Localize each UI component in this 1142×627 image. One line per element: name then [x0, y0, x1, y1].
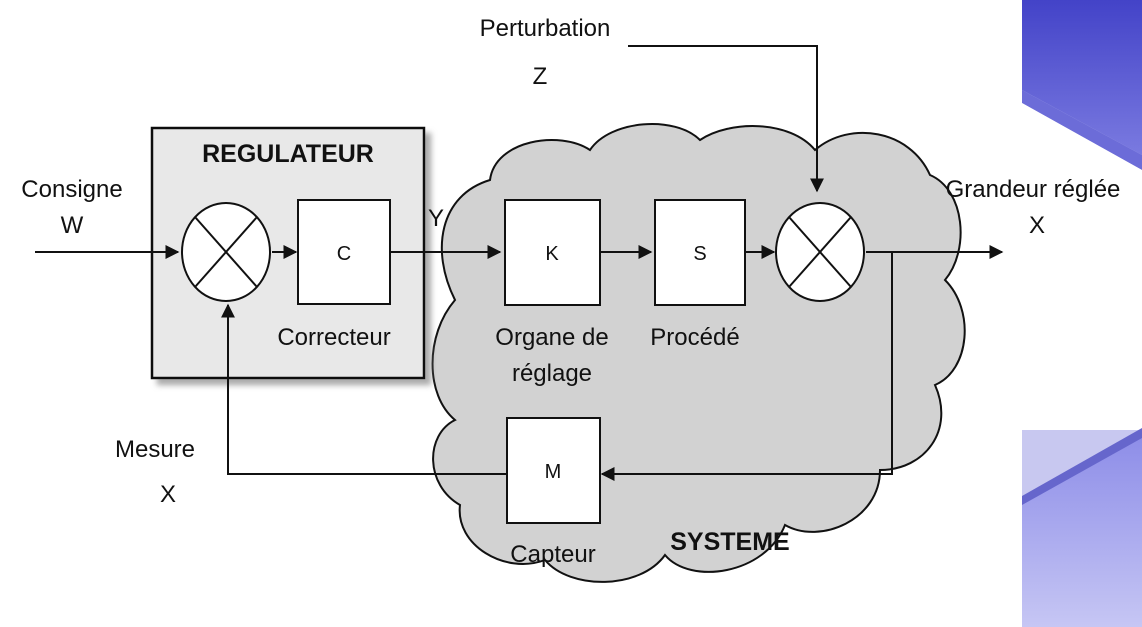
- organe-caption-line1: Organe de: [495, 324, 608, 351]
- perturbation-symbol: Z: [533, 63, 548, 90]
- decorative-side-panel: [1022, 0, 1142, 627]
- regulateur-title: REGULATEUR: [202, 140, 374, 168]
- perturbation-label: Perturbation: [480, 15, 611, 42]
- capteur-caption: Capteur: [510, 541, 595, 568]
- block-procede-letter: S: [693, 243, 706, 265]
- signal-y-label: Y: [428, 205, 444, 232]
- mesure-label: Mesure: [115, 436, 195, 463]
- block-organe: [504, 199, 601, 306]
- signal-wires: [35, 45, 1004, 481]
- procede-caption: Procédé: [650, 324, 739, 351]
- block-organe-letter: K: [545, 243, 559, 265]
- consigne-symbol: W: [61, 212, 84, 239]
- block-procede: [654, 199, 746, 306]
- systeme-title: SYSTEME: [670, 528, 789, 556]
- organe-caption-line2: réglage: [512, 360, 592, 387]
- grandeur-symbol: X: [1029, 212, 1045, 239]
- comparator-perturbation: [775, 202, 865, 302]
- grandeur-label: Grandeur réglée: [946, 176, 1121, 203]
- block-capteur: [506, 417, 601, 524]
- mesure-symbol: X: [160, 481, 176, 508]
- block-correcteur-letter: C: [337, 243, 351, 265]
- consigne-label: Consigne: [21, 176, 122, 203]
- block-capteur-letter: M: [545, 461, 562, 483]
- comparator-regulateur: [181, 202, 271, 302]
- correcteur-caption: Correcteur: [277, 324, 390, 351]
- block-correcteur: [297, 199, 391, 305]
